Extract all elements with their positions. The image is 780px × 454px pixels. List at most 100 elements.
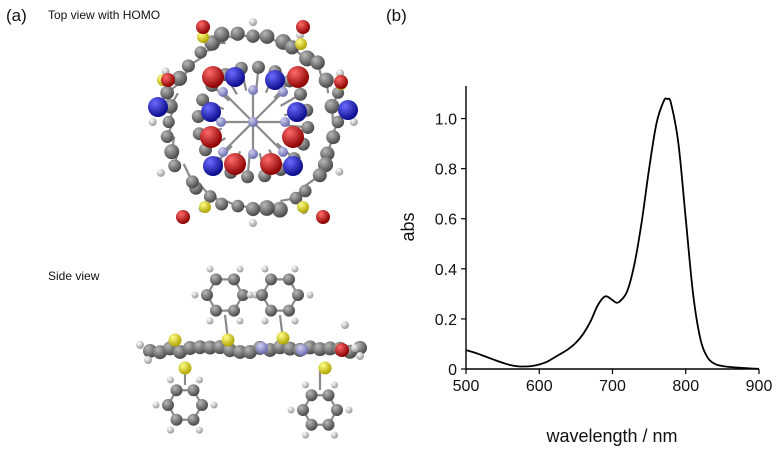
carbon-atom <box>170 413 183 426</box>
carbon-atom <box>283 304 295 317</box>
orbital-lobe-blue <box>201 102 221 122</box>
bond <box>252 121 284 153</box>
carbon-atom <box>228 273 240 286</box>
carbon-atom <box>251 60 265 74</box>
y-axis-title: abs <box>398 212 418 241</box>
hydrogen-atom <box>302 431 309 439</box>
series-line-abs <box>465 97 760 370</box>
sulfur-atom <box>199 201 211 213</box>
orbital-lobe-red <box>260 153 282 175</box>
carbon-atom <box>324 98 340 114</box>
carbon-atom <box>185 175 199 189</box>
carbon-atom <box>160 85 175 100</box>
carbon-atom <box>162 115 175 129</box>
hydrogen-atom <box>152 401 160 409</box>
orbital-lobe-red <box>202 66 224 88</box>
carbon-atom <box>210 273 222 286</box>
carbon-atom <box>305 389 318 402</box>
x-tick-label: 700 <box>599 378 626 395</box>
hydrogen-atom <box>246 291 254 299</box>
orbital-lobe-red <box>335 343 349 357</box>
hydrogen-atom <box>136 341 144 349</box>
carbon-atom <box>231 199 245 213</box>
carbon-atom <box>246 29 260 43</box>
carbon-atom <box>297 404 309 416</box>
nitrogen-atom <box>256 342 268 354</box>
carbon-atom <box>320 146 335 161</box>
carbon-atom <box>228 304 240 317</box>
carbon-atom <box>170 384 183 397</box>
orbital-lobe-red <box>296 20 310 34</box>
carbon-atom <box>194 46 207 59</box>
top-view-caption: Top view with HOMO <box>48 8 161 22</box>
panel-a-label: (a) <box>6 6 27 25</box>
hydrogen-atom <box>167 426 174 434</box>
orbital-lobe-blue <box>283 156 303 176</box>
carbon-atom <box>289 191 303 205</box>
carbon-atom <box>171 70 188 87</box>
y-tick-label: 0.6 <box>435 212 457 229</box>
hydrogen-atom <box>206 265 214 273</box>
carbon-atom <box>241 170 255 184</box>
carbon-atom <box>187 384 200 397</box>
orbital-lobe-red <box>161 73 175 87</box>
orbital-lobe-red <box>334 75 348 89</box>
carbon-atom <box>305 418 318 431</box>
y-tick-label: 0.2 <box>435 312 457 329</box>
x-axis-title: wavelength / nm <box>545 426 677 446</box>
carbon-atom <box>283 273 295 286</box>
orbital-lobe-blue <box>287 102 307 122</box>
hydrogen-atom <box>191 291 199 299</box>
x-tick-label: 900 <box>746 378 773 395</box>
x-tick-label: 800 <box>672 378 699 395</box>
carbon-atom <box>245 201 261 217</box>
carbon-atom <box>259 29 275 44</box>
hydrogen-atom <box>144 356 152 364</box>
carbon-atom <box>292 289 304 301</box>
carbon-atom <box>326 130 341 145</box>
orbital-lobe-blue <box>338 100 358 120</box>
hydrogen-atom <box>291 265 299 273</box>
carbon-atom <box>271 201 288 218</box>
carbon-atom <box>230 26 245 41</box>
y-tick-label: 0.8 <box>435 162 457 179</box>
carbon-atom <box>164 144 180 160</box>
carbon-atom <box>183 341 197 356</box>
carbon-atom <box>203 190 217 203</box>
carbon-atom <box>181 59 195 73</box>
nitrogen-atom <box>218 147 228 157</box>
carbon-atom <box>168 159 182 173</box>
carbon-atom <box>256 289 268 301</box>
sulfur-atom <box>168 333 182 347</box>
nitrogen-atom <box>218 87 228 97</box>
sulfur-atom <box>297 201 309 213</box>
y-tick-label: 0 <box>448 362 457 379</box>
carbon-atom <box>193 340 207 355</box>
carbon-atom <box>187 413 200 426</box>
nitrogen-atom <box>278 87 288 97</box>
carbon-atom <box>298 184 312 198</box>
carbon-atom <box>294 87 308 101</box>
orbital-lobe-red <box>196 20 210 34</box>
carbon-atom <box>322 389 335 402</box>
sulfur-atom <box>197 31 209 43</box>
nitrogen-atom <box>248 85 258 95</box>
sulfur-atom <box>221 333 235 347</box>
carbon-atom <box>331 404 343 416</box>
carbon-atom <box>196 93 210 107</box>
carbon-atom <box>215 197 229 211</box>
hydrogen-atom <box>306 291 314 299</box>
carbon-atom <box>258 200 275 216</box>
y-tick-label: 1.0 <box>435 112 457 129</box>
carbon-atom <box>210 304 222 317</box>
orbital-lobe-blue <box>225 67 245 87</box>
carbon-atom <box>196 399 208 411</box>
carbon-atom <box>203 340 217 355</box>
hydrogen-atom <box>148 118 157 126</box>
carbon-atom <box>313 342 327 357</box>
hydrogen-atom <box>331 431 338 439</box>
sulfur-atom <box>276 331 290 345</box>
orbital-lobe-red <box>316 210 330 224</box>
